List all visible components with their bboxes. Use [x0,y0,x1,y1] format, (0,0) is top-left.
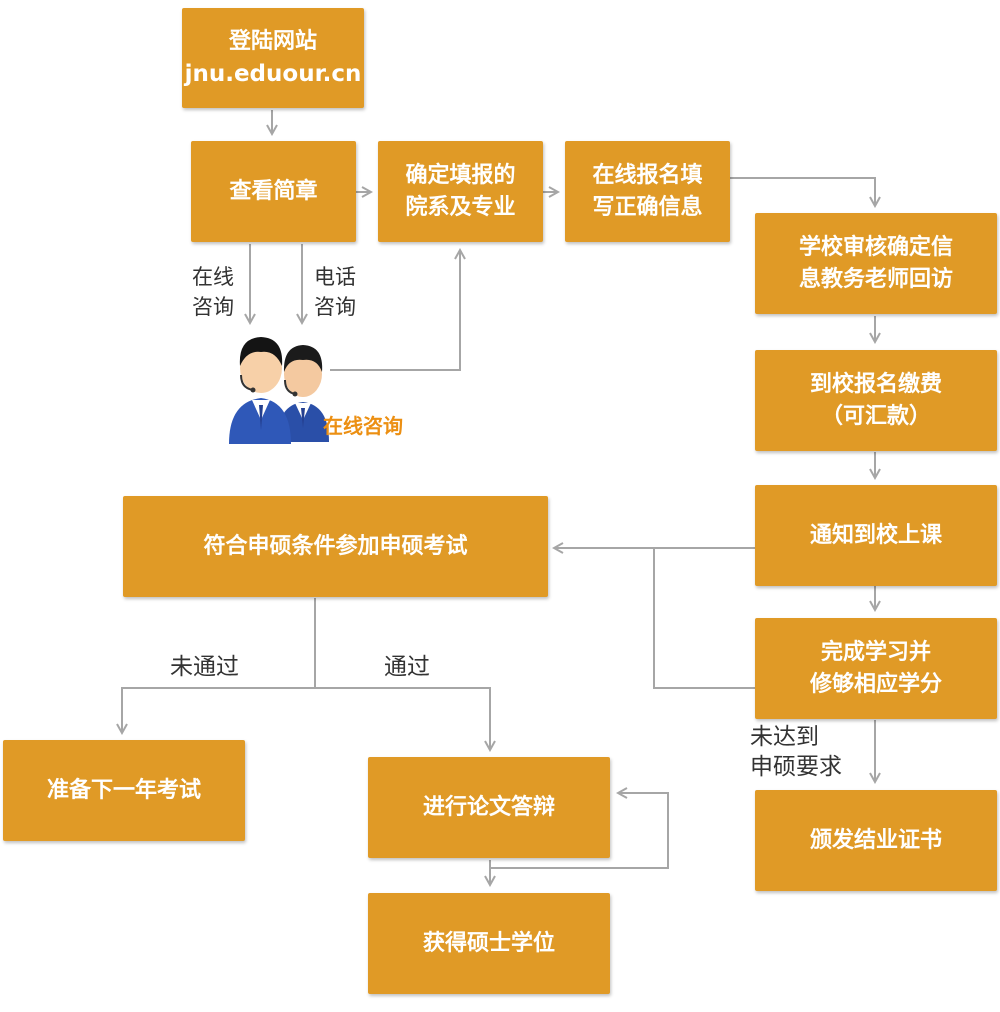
step-certificate: 颁发结业证书 [755,790,997,891]
label-online-consult: 在线 咨询 [192,262,234,322]
label-online-consult-line1: 在线 [192,265,234,289]
step-choose-major-line2: 院系及专业 [405,194,516,220]
step-exam: 符合申硕条件参加申硕考试 [123,496,548,597]
step-school-review: 学校审核确定信 息教务老师回访 [755,213,997,314]
step-next-year-label: 准备下一年考试 [46,777,201,803]
step-complete-study: 完成学习并 修够相应学分 [755,618,997,719]
step-exam-label: 符合申硕条件参加申硕考试 [203,533,468,559]
step-defense-label: 进行论文答辩 [422,794,555,820]
arrow-consult-to-major [330,250,460,371]
step-certificate-label: 颁发结业证书 [809,827,942,853]
line-complete-to-exam [653,548,755,689]
step-choose-major: 确定填报的 院系及专业 [378,141,543,242]
label-not-reached-line2: 申硕要求 [750,754,842,780]
step-online-signup-line2: 写正确信息 [592,194,703,220]
step-view-brochure-label: 查看简章 [229,178,318,204]
step-degree-label: 获得硕士学位 [422,930,555,956]
step-complete-line1: 完成学习并 [820,639,931,665]
label-online-consult-line2: 咨询 [192,295,234,319]
step-login-website: 登陆网站 jnu.eduour.cn [182,8,364,108]
arrow-exam-passed [315,687,490,750]
step-online-signup: 在线报名填 写正确信息 [565,141,730,242]
step-online-signup-line1: 在线报名填 [592,162,703,188]
arrow-exam-failed [122,687,315,733]
consult-caption: 在线咨询 [323,414,403,438]
step-attend-class-label: 通知到校上课 [809,522,942,548]
label-failed: 未通过 [170,654,239,680]
arrow-defense-loop [490,793,669,869]
label-phone-consult: 电话 咨询 [314,262,356,322]
agent-right [277,345,329,442]
label-phone-consult-line1: 电话 [314,265,356,289]
step-login-url: jnu.eduour.cn [184,61,362,87]
label-not-reached-line1: 未达到 [750,724,819,750]
label-not-reached: 未达到 申硕要求 [750,722,842,782]
step-next-year: 准备下一年考试 [3,740,245,841]
customer-service-agents-icon [229,337,329,444]
step-login-line1: 登陆网站 [228,29,317,54]
agent-left [229,337,291,444]
step-school-review-line2: 息教务老师回访 [798,266,953,292]
arrow-signup-to-review [730,177,875,206]
step-attend-class: 通知到校上课 [755,485,997,586]
step-choose-major-line1: 确定填报的 [405,162,516,188]
label-passed: 通过 [384,654,430,680]
step-pay-at-school: 到校报名缴费 （可汇款） [755,350,997,451]
step-degree: 获得硕士学位 [368,893,610,994]
step-pay-line2: （可汇款） [820,403,931,429]
step-complete-line2: 修够相应学分 [809,671,942,697]
step-defense: 进行论文答辩 [368,757,610,858]
step-school-review-line1: 学校审核确定信 [798,234,953,260]
step-view-brochure: 查看简章 [191,141,356,242]
label-phone-consult-line2: 咨询 [314,295,356,319]
step-pay-line1: 到校报名缴费 [809,371,942,397]
